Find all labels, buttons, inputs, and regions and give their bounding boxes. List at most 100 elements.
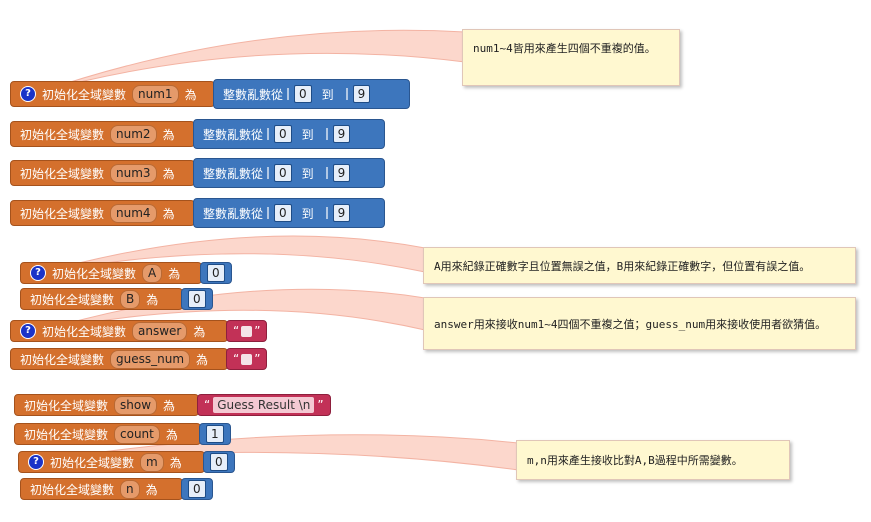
init-label: 初始化全域變數 bbox=[24, 427, 109, 442]
empty-text-value[interactable] bbox=[241, 353, 253, 365]
init-block-show[interactable]: 初始化全域變數 show 為 bbox=[14, 394, 199, 416]
var-name[interactable]: n bbox=[120, 479, 140, 499]
block-init-n[interactable]: 初始化全域變數 n 為 0 bbox=[20, 478, 213, 500]
text-block[interactable]: “” bbox=[226, 320, 268, 342]
init-block-num4[interactable]: 初始化全域變數 num4 為 bbox=[10, 200, 195, 226]
comment-3[interactable]: answer用來接收num1~4四個不重複之值；guess_num用來接收使用者… bbox=[423, 297, 856, 350]
as-label: 為 bbox=[184, 87, 197, 102]
block-init-show[interactable]: 初始化全域變數 show 為 “Guess Result \n” bbox=[14, 394, 331, 416]
init-block-m[interactable]: ? 初始化全域變數 m 為 bbox=[18, 451, 205, 473]
as-label: 為 bbox=[162, 206, 175, 221]
var-name[interactable]: show bbox=[114, 395, 158, 415]
var-name[interactable]: guess_num bbox=[110, 349, 191, 369]
as-label: 為 bbox=[165, 427, 178, 442]
from-value[interactable]: 0 bbox=[274, 204, 292, 222]
as-label: 為 bbox=[146, 292, 159, 307]
random-int-block[interactable]: 整數亂數從 0 到 9 bbox=[213, 79, 410, 109]
number-block[interactable]: 0 bbox=[181, 288, 213, 310]
from-value[interactable]: 0 bbox=[274, 164, 292, 182]
init-block-n[interactable]: 初始化全域變數 n 為 bbox=[20, 478, 183, 500]
as-label: 為 bbox=[163, 398, 176, 413]
as-label: 為 bbox=[193, 324, 206, 339]
block-init-answer[interactable]: ? 初始化全域變數 answer 為 “” bbox=[10, 320, 268, 342]
var-name[interactable]: num4 bbox=[110, 203, 157, 223]
block-init-m[interactable]: ? 初始化全域變數 m 為 0 bbox=[18, 451, 235, 473]
init-label: 初始化全域變數 bbox=[50, 455, 135, 470]
help-icon[interactable]: ? bbox=[28, 454, 44, 470]
text-block[interactable]: “Guess Result \n” bbox=[197, 394, 331, 416]
var-name[interactable]: m bbox=[140, 452, 164, 472]
comment-text: num1~4皆用來產生四個不重複的值。 bbox=[473, 42, 656, 55]
var-name[interactable]: B bbox=[120, 289, 141, 309]
comment-4[interactable]: m,n用來產生接收比對A,B過程中所需變數。 bbox=[516, 440, 790, 480]
comment-2[interactable]: A用來紀錄正確數字且位置無誤之值，B用來紀錄正確數字，但位置有誤之值。 bbox=[423, 247, 856, 284]
block-init-count[interactable]: 初始化全域變數 count 為 1 bbox=[14, 423, 231, 445]
comment-text: m,n用來產生接收比對A,B過程中所需變數。 bbox=[527, 454, 743, 467]
number-value[interactable]: 0 bbox=[210, 453, 228, 471]
init-label: 初始化全域變數 bbox=[20, 166, 105, 181]
as-label: 為 bbox=[145, 482, 158, 497]
comment-text: answer用來接收num1~4四個不重複之值；guess_num用來接收使用者… bbox=[434, 317, 827, 331]
empty-text-value[interactable] bbox=[241, 325, 253, 337]
init-block-num1[interactable]: ? 初始化全域變數 num1 為 bbox=[10, 81, 215, 107]
from-value[interactable]: 0 bbox=[294, 85, 312, 103]
to-value[interactable]: 9 bbox=[332, 204, 351, 222]
var-name[interactable]: answer bbox=[132, 321, 188, 341]
comment-1[interactable]: num1~4皆用來產生四個不重複的值。 bbox=[462, 29, 680, 86]
help-icon[interactable]: ? bbox=[30, 265, 46, 281]
init-label: 初始化全域變數 bbox=[30, 292, 115, 307]
init-label: 初始化全域變數 bbox=[52, 266, 137, 281]
init-label: 初始化全域變數 bbox=[20, 127, 105, 142]
text-block[interactable]: “” bbox=[226, 348, 268, 370]
init-block-num2[interactable]: 初始化全域變數 num2 為 bbox=[10, 121, 195, 147]
number-value[interactable]: 0 bbox=[188, 290, 206, 308]
block-init-num1[interactable]: ? 初始化全域變數 num1 為 整數亂數從 0 到 9 bbox=[10, 79, 410, 109]
random-label: 整數亂數從 bbox=[203, 166, 264, 181]
as-label: 為 bbox=[168, 266, 181, 281]
var-name[interactable]: num1 bbox=[132, 84, 179, 104]
block-init-num2[interactable]: 初始化全域變數 num2 為 整數亂數從 0 到 9 bbox=[10, 119, 385, 149]
var-name[interactable]: A bbox=[142, 263, 163, 283]
number-block[interactable]: 0 bbox=[203, 451, 235, 473]
number-block[interactable]: 1 bbox=[199, 423, 231, 445]
number-block[interactable]: 0 bbox=[181, 478, 213, 500]
var-name[interactable]: num2 bbox=[110, 124, 157, 144]
to-value[interactable]: 9 bbox=[332, 125, 351, 143]
init-block-count[interactable]: 初始化全域變數 count 為 bbox=[14, 423, 201, 445]
to-value[interactable]: 9 bbox=[332, 164, 351, 182]
random-label: 整數亂數從 bbox=[203, 127, 264, 142]
init-block-answer[interactable]: ? 初始化全域變數 answer 為 bbox=[10, 320, 228, 342]
block-init-A[interactable]: ? 初始化全域變數 A 為 0 bbox=[20, 262, 232, 284]
init-block-guess-num[interactable]: 初始化全域變數 guess_num 為 bbox=[10, 348, 228, 370]
number-value[interactable]: 0 bbox=[188, 480, 206, 498]
var-name[interactable]: num3 bbox=[110, 163, 157, 183]
socket-icon bbox=[325, 207, 331, 219]
help-icon[interactable]: ? bbox=[20, 86, 36, 102]
as-label: 為 bbox=[162, 127, 175, 142]
init-block-num3[interactable]: 初始化全域變數 num3 為 bbox=[10, 160, 195, 186]
random-int-block[interactable]: 整數亂數從 0 到 9 bbox=[193, 158, 385, 188]
number-value[interactable]: 1 bbox=[206, 425, 224, 443]
from-value[interactable]: 0 bbox=[274, 125, 292, 143]
block-init-guess-num[interactable]: 初始化全域變數 guess_num 為 “” bbox=[10, 348, 268, 370]
number-value[interactable]: 0 bbox=[207, 264, 225, 282]
var-name[interactable]: count bbox=[114, 424, 160, 444]
block-init-num4[interactable]: 初始化全域變數 num4 為 整數亂數從 0 到 9 bbox=[10, 198, 385, 228]
socket-icon bbox=[267, 128, 272, 140]
as-label: 為 bbox=[162, 166, 175, 181]
random-label: 整數亂數從 bbox=[223, 87, 284, 102]
init-label: 初始化全域變數 bbox=[30, 482, 115, 497]
to-value[interactable]: 9 bbox=[352, 85, 371, 103]
random-int-block[interactable]: 整數亂數從 0 到 9 bbox=[193, 119, 385, 149]
init-label: 初始化全域變數 bbox=[24, 398, 109, 413]
init-block-A[interactable]: ? 初始化全域變數 A 為 bbox=[20, 262, 202, 284]
socket-icon bbox=[267, 207, 272, 219]
number-block[interactable]: 0 bbox=[200, 262, 232, 284]
block-init-B[interactable]: 初始化全域變數 B 為 0 bbox=[20, 288, 213, 310]
text-value[interactable]: Guess Result \n bbox=[213, 397, 315, 413]
help-icon[interactable]: ? bbox=[20, 323, 36, 339]
socket-icon bbox=[267, 167, 272, 179]
init-block-B[interactable]: 初始化全域變數 B 為 bbox=[20, 288, 183, 310]
random-int-block[interactable]: 整數亂數從 0 到 9 bbox=[193, 198, 385, 228]
block-init-num3[interactable]: 初始化全域變數 num3 為 整數亂數從 0 到 9 bbox=[10, 158, 385, 188]
